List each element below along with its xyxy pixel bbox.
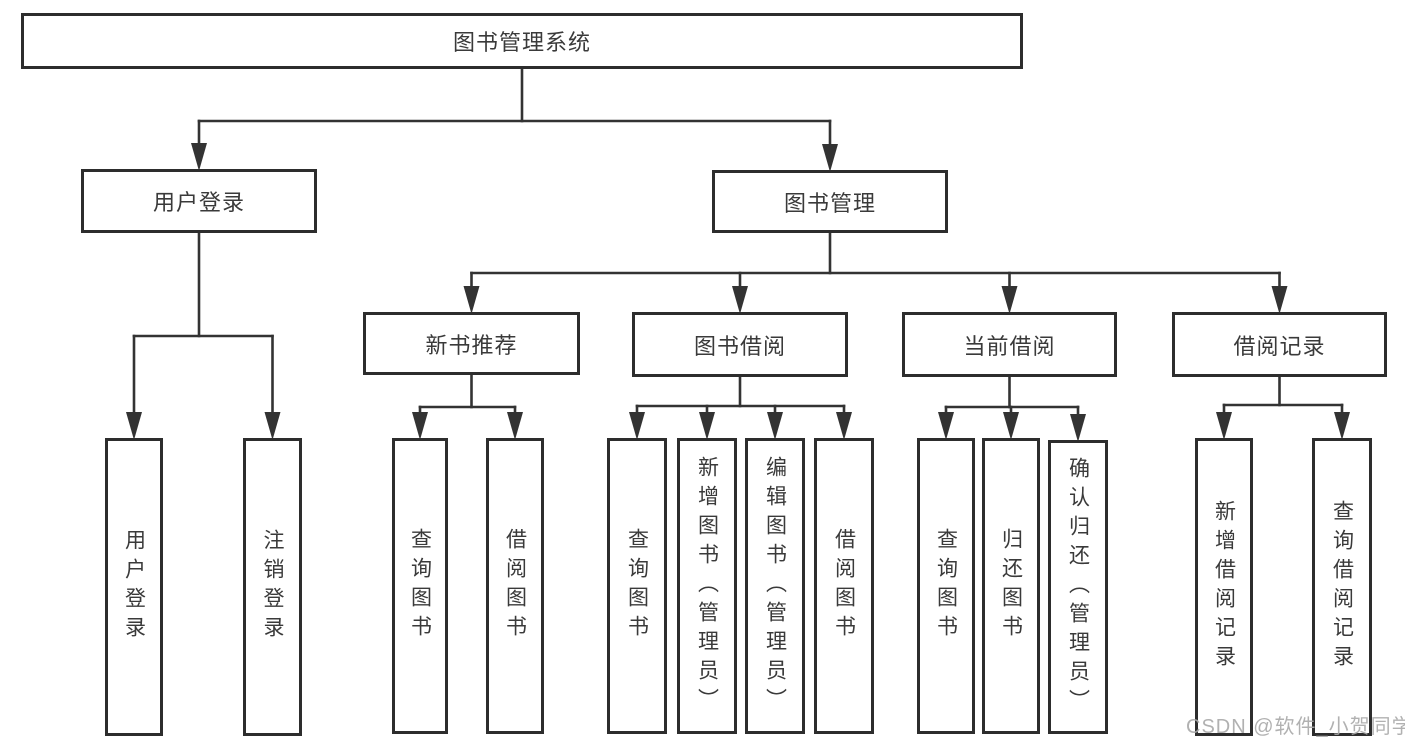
node-leaf-add-book: 新增图书（管理员） [677,438,737,734]
node-leaf-query-book-1: 查询图书 [392,438,448,734]
node-leaf-query-book-3: 查询图书 [917,438,975,734]
node-label: 新书推荐 [425,332,518,358]
node-book-mgmt: 图书管理 [712,170,948,233]
node-label: 当前借阅 [963,333,1056,359]
arrowhead-icon [1070,414,1086,442]
arrowhead-icon [1334,412,1350,440]
node-leaf-borrow-book-2: 借阅图书 [814,438,874,734]
node-label: 注销登录 [261,529,284,645]
node-leaf-borrow-book-1: 借阅图书 [486,438,544,734]
node-new-book-rec: 新书推荐 [363,312,580,375]
node-leaf-confirm-return: 确认归还（管理员） [1048,440,1108,734]
node-label: 查询图书 [408,528,432,644]
arrowhead-icon [264,412,281,440]
node-leaf-user-login: 用户登录 [105,438,163,736]
node-label: 查询借阅记录 [1330,500,1354,674]
node-label: 归还图书 [999,528,1023,644]
arrowhead-icon [412,412,428,440]
arrowhead-icon [463,286,480,314]
node-borrow-record: 借阅记录 [1172,312,1387,377]
node-label: 图书管理 [783,190,876,216]
arrowhead-icon [629,412,645,440]
arrowhead-icon [1216,412,1232,440]
arrowhead-icon [822,144,838,172]
node-label: 借阅记录 [1233,333,1326,359]
node-label: 图书借阅 [693,333,786,359]
arrowhead-icon [767,412,783,440]
node-label: 借阅图书 [503,528,527,644]
node-label: 新增图书（管理员） [695,455,719,717]
arrowhead-icon [732,286,748,314]
arrowhead-icon [126,412,142,440]
arrowhead-icon [1271,286,1288,314]
node-user-login: 用户登录 [81,169,317,233]
watermark-text: CSDN @软件_小贺同学 [1186,716,1405,738]
node-leaf-logout: 注销登录 [243,438,302,736]
node-label: 图书管理系统 [452,30,591,55]
arrowhead-icon [507,412,523,440]
arrowhead-icon [938,412,954,440]
arrowhead-icon [1003,412,1019,440]
node-label: 用户登录 [152,190,245,215]
arrowhead-icon [1001,286,1018,314]
node-leaf-add-record: 新增借阅记录 [1195,438,1253,736]
node-current-borrow: 当前借阅 [902,312,1117,377]
node-label: 新增借阅记录 [1212,500,1236,674]
arrowhead-icon [699,412,715,440]
node-leaf-return-book: 归还图书 [982,438,1040,734]
arrowhead-icon [191,143,207,171]
node-root: 图书管理系统 [21,13,1023,69]
node-label: 编辑图书（管理员） [763,455,787,717]
node-label: 查询图书 [934,528,958,644]
node-leaf-query-record: 查询借阅记录 [1312,438,1372,736]
node-leaf-edit-book: 编辑图书（管理员） [745,438,805,734]
node-label: 借阅图书 [832,528,856,644]
node-label: 确认归还（管理员） [1066,456,1090,718]
node-label: 查询图书 [625,528,649,644]
node-label: 用户登录 [122,529,146,645]
node-book-borrow: 图书借阅 [632,312,848,377]
node-leaf-query-book-2: 查询图书 [607,438,667,734]
arrowhead-icon [836,412,852,440]
